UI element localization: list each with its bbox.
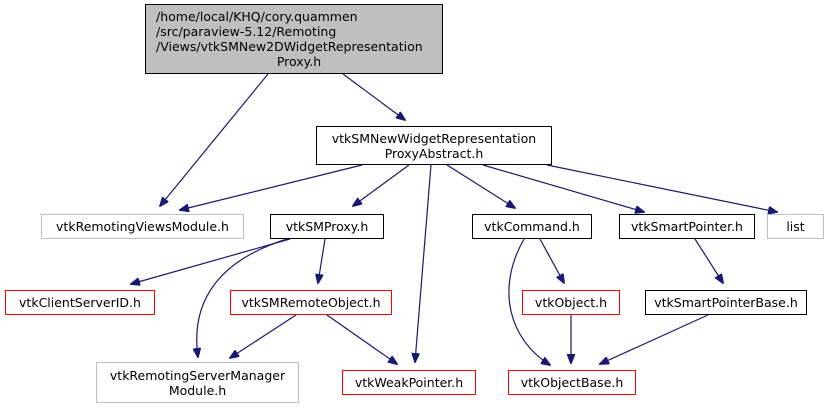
node-views-module: vtkRemotingViewsModule.h bbox=[41, 214, 244, 239]
node-list: list bbox=[767, 214, 824, 239]
node-smart-pointer[interactable]: vtkSmartPointer.h bbox=[619, 214, 755, 239]
edge-abstract-to-smart-pointer bbox=[482, 164, 644, 212]
node-smproxy[interactable]: vtkSMProxy.h bbox=[270, 214, 384, 239]
node-object[interactable]: vtkObject.h bbox=[522, 290, 620, 315]
node-label-line: list bbox=[786, 219, 805, 234]
node-command[interactable]: vtkCommand.h bbox=[472, 214, 592, 239]
node-label-line: ProxyAbstract.h bbox=[384, 145, 484, 161]
node-label-line: vtkSMRemoteObject.h bbox=[241, 295, 381, 310]
node-label-line: Proxy.h bbox=[276, 54, 322, 69]
node-label-line: vtkObject.h bbox=[534, 295, 608, 310]
node-label-line: vtkSMNewWidgetRepresentation bbox=[331, 130, 537, 146]
edge-command-to-object-base bbox=[508, 238, 550, 365]
node-label-line: vtkSMProxy.h bbox=[285, 219, 369, 234]
node-label-line: vtkRemotingServerManager bbox=[109, 367, 286, 383]
edge-abstract-to-weak-pointer bbox=[415, 164, 432, 362]
node-label-line: vtkSmartPointer.h bbox=[631, 219, 743, 234]
node-label-line: Module.h bbox=[168, 382, 227, 398]
node-remote-object[interactable]: vtkSMRemoteObject.h bbox=[230, 290, 392, 315]
node-label-line: vtkObjectBase.h bbox=[520, 375, 624, 390]
edge-smart-pointer-to-smart-pointer-base bbox=[694, 238, 723, 283]
edge-abstract-to-smproxy bbox=[353, 164, 410, 206]
edge-smproxy-to-client-server-id bbox=[131, 238, 291, 284]
edge-abstract-to-views-module bbox=[180, 164, 363, 210]
node-label-line: vtkWeakPointer.h bbox=[354, 375, 464, 390]
node-label-line: /home/local/KHQ/cory.quammen bbox=[156, 9, 358, 24]
edge-root-to-views-module bbox=[160, 73, 269, 206]
node-client-server-id[interactable]: vtkClientServerID.h bbox=[5, 290, 155, 315]
node-label-line: vtkRemotingViewsModule.h bbox=[56, 219, 229, 234]
edge-smproxy-to-server-manager-module bbox=[197, 238, 288, 357]
edge-root-to-abstract bbox=[342, 73, 405, 120]
edge-remote-object-to-weak-pointer bbox=[326, 314, 397, 364]
node-label-line: vtkCommand.h bbox=[484, 219, 580, 234]
node-root[interactable]: /home/local/KHQ/cory.quammen/src/paravie… bbox=[145, 4, 443, 74]
node-object-base[interactable]: vtkObjectBase.h bbox=[508, 370, 636, 395]
node-label-line: /Views/vtkSMNew2DWidgetRepresentation bbox=[156, 39, 423, 54]
edge-command-to-object bbox=[539, 238, 564, 283]
node-label-line: vtkClientServerID.h bbox=[19, 295, 141, 310]
edge-abstract-to-list bbox=[546, 164, 777, 212]
edge-remote-object-to-server-manager-module bbox=[230, 314, 297, 358]
node-label-line: vtkSmartPointerBase.h bbox=[654, 295, 798, 310]
node-smart-pointer-base[interactable]: vtkSmartPointerBase.h bbox=[645, 290, 807, 315]
edge-smart-pointer-base-to-object-base bbox=[600, 314, 709, 364]
node-label-line: /src/paraview-5.12/Remoting bbox=[156, 24, 337, 39]
edge-smproxy-to-remote-object bbox=[318, 238, 326, 283]
node-weak-pointer[interactable]: vtkWeakPointer.h bbox=[342, 370, 476, 395]
edge-abstract-to-command bbox=[446, 164, 515, 208]
